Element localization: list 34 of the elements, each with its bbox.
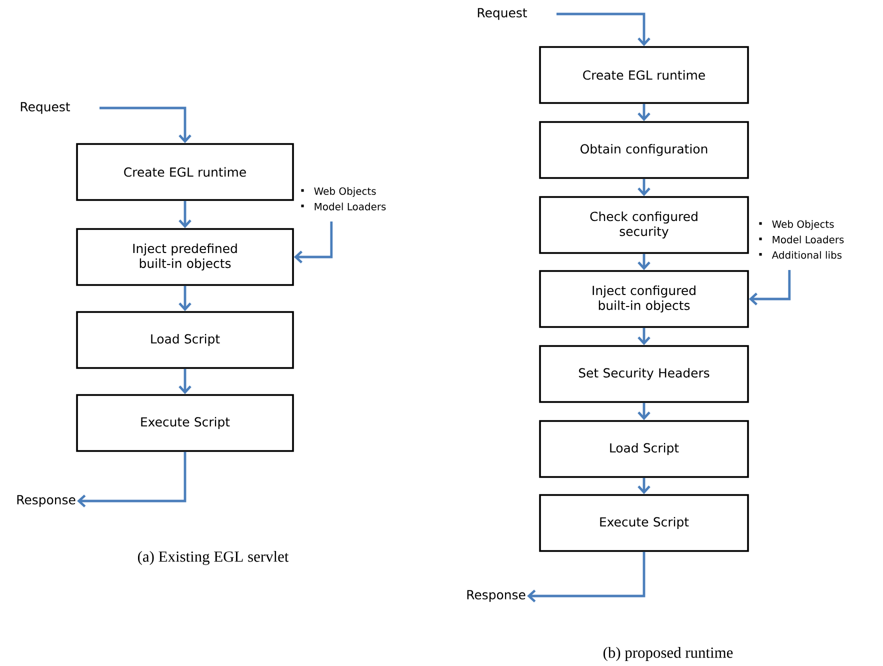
caption: (b) proposed runtime [604,647,733,661]
arrow [77,452,186,508]
arrow [748,270,791,306]
process-box: Create EGL runtime [76,143,294,201]
process-box: Set Security Headers [539,345,749,403]
terminal-label: Request [478,8,527,20]
bullet-list: Web Objects Model Loaders [301,187,386,210]
process-box: Load Script [539,420,749,478]
arrow [178,286,192,312]
process-box: Check configured security [539,196,749,254]
arrow [294,222,333,264]
process-box: Create EGL runtime [539,46,749,104]
arrow [638,402,650,420]
arrow [178,368,192,394]
terminal-label: Response [467,590,526,602]
terminal-label: Request [20,102,70,114]
process-box: Inject predefined built-in objects [76,228,294,286]
bullet-list: Web Objects Model Loaders Additional libs [759,220,844,259]
process-box: Inject configured built-in objects [539,270,749,328]
arrow [100,106,192,144]
arrow [638,254,650,270]
process-box: Execute Script [76,394,294,452]
arrow [178,200,192,228]
arrow [638,104,650,122]
arrow [638,328,650,346]
terminal-label: Response [17,495,76,507]
caption: (a) Existing EGL servlet [138,550,289,566]
process-box: Execute Script [539,494,749,552]
arrow [638,478,650,494]
process-box: Load Script [76,311,294,369]
arrow [556,12,650,46]
process-box: Obtain configuration [539,121,749,179]
arrow [527,552,646,602]
arrow [638,178,650,196]
